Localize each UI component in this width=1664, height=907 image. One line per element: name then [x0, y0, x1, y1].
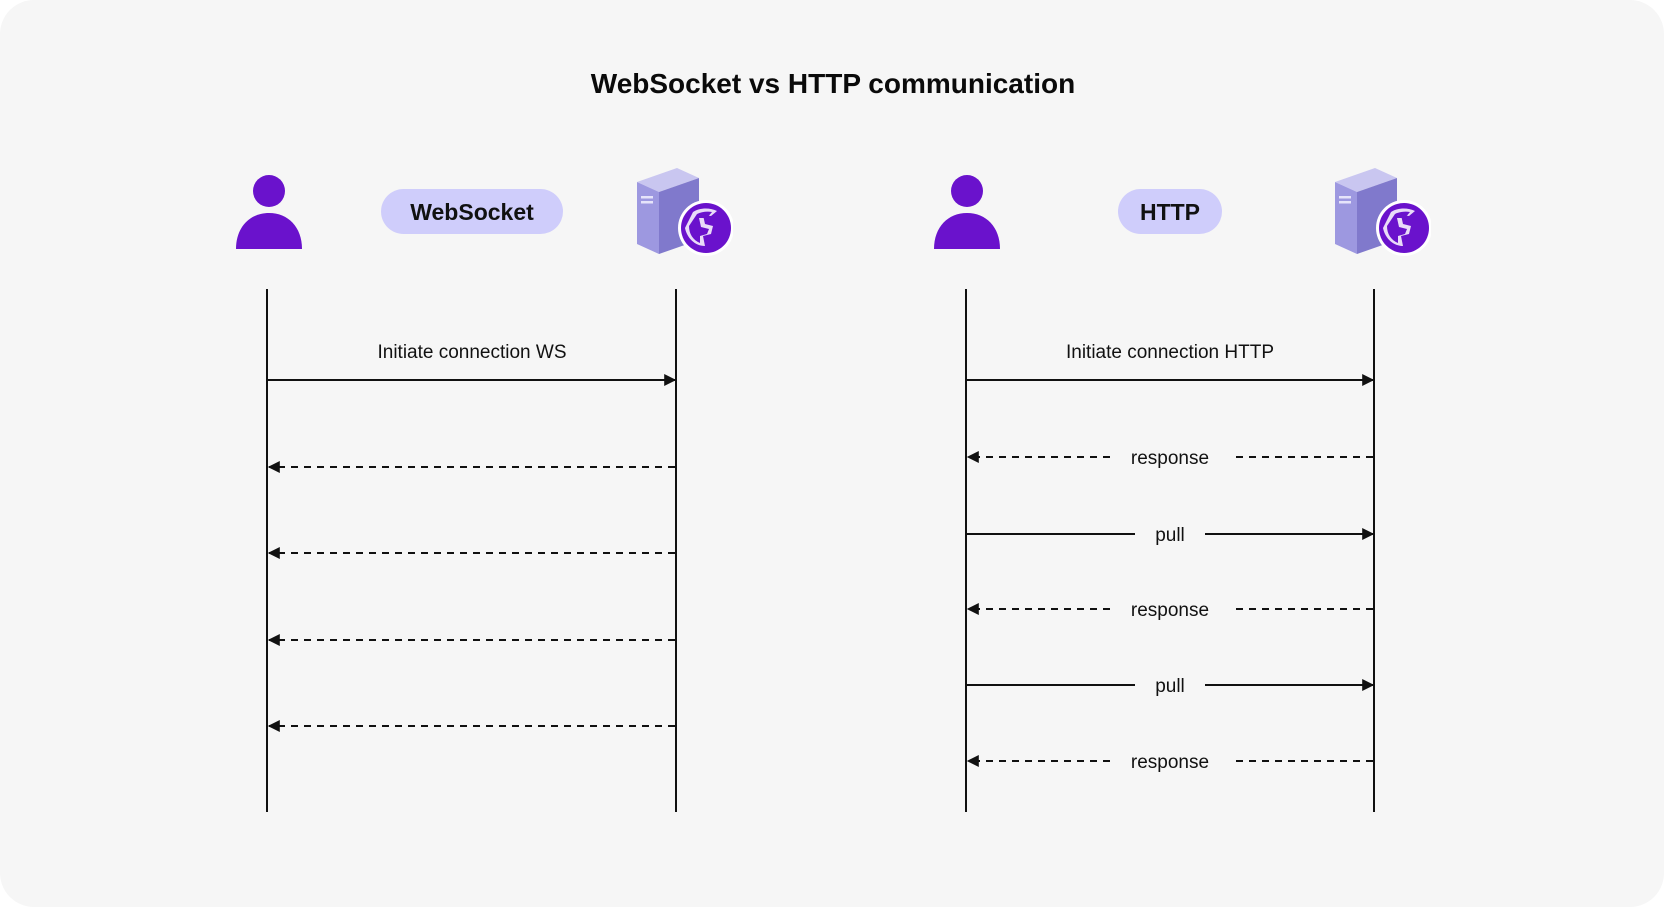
websocket-pill [381, 189, 563, 234]
websocket-label: WebSocket [410, 199, 534, 225]
message-label: Initiate connection WS [377, 342, 566, 363]
http-diagram: HTTP Initiate connection HTTP response p… [934, 168, 1431, 812]
message-label: pull [1155, 525, 1185, 546]
websocket-diagram: WebSocket Initiate connection WS [236, 168, 733, 812]
message-label: response [1131, 600, 1209, 621]
message-label: pull [1155, 676, 1185, 697]
message-label: response [1131, 448, 1209, 469]
message-label: response [1131, 752, 1209, 773]
http-label: HTTP [1140, 199, 1200, 225]
http-pill [1118, 189, 1222, 234]
message-label: Initiate connection HTTP [1066, 342, 1274, 363]
diagram-title: WebSocket vs HTTP communication [591, 68, 1075, 99]
